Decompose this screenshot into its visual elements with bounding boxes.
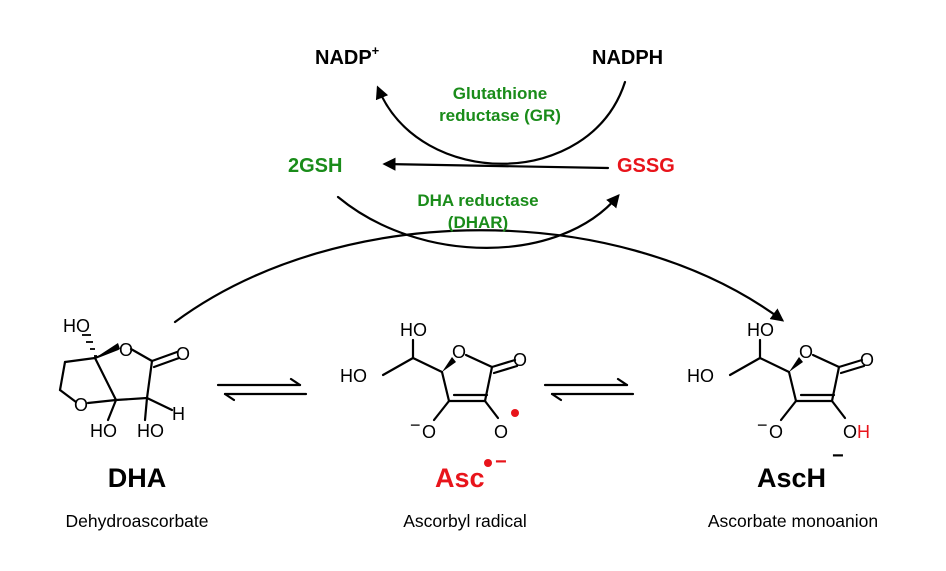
asch-structure: HO HO O O − O O H [687,320,874,442]
dha-ho-left: HO [90,421,117,441]
asch-carbonyl-o: O [860,350,874,370]
dha-to-asch-arrow [173,229,785,324]
asc-ho-top: HO [400,320,427,340]
asc-abbr: Asc [435,463,485,493]
dha-ring2-o: O [74,395,88,415]
asch-h-red: H [857,422,870,442]
dha-ring-o: O [119,340,133,360]
nadp-plus-label: NADP+ [315,43,380,69]
two-gsh-label: 2GSH [288,155,342,177]
dha-carbonyl-o: O [176,344,190,364]
gr-enzyme-line2: reductase (GR) [439,106,561,125]
asch-ho-top: HO [747,320,774,340]
nadph-label: NADPH [592,47,663,69]
asch-abbr: AscH [757,463,826,493]
gssg-to-gsh-arrow [382,157,610,171]
asc-radical-dot [511,409,519,417]
asch-ho-side: HO [687,366,714,386]
asch-ring-o: O [799,342,813,362]
asc-name: Ascorbyl radical [403,511,527,531]
asch-abbr-group: AscH − [757,445,844,493]
asc-carbonyl-o: O [513,350,527,370]
asc-o-minus: O [422,422,436,442]
asc-ring-o: O [452,342,466,362]
asc-o-radical: O [494,422,508,442]
dhar-enzyme-line2: (DHAR) [448,213,508,232]
equilibrium-arrow-right [543,377,635,402]
asc-abbr-group: Asc − [435,451,507,493]
dha-name: Dehydroascorbate [66,511,209,531]
dha-ho-top: HO [63,316,90,336]
equilibrium-arrow-left [216,377,308,402]
dha-ho-mid: HO [137,421,164,441]
asch-o: O [843,422,857,442]
dha-h-right: H [172,404,185,424]
asch-minus: − [757,415,768,435]
asc-ho-side: HO [340,366,367,386]
asch-abbr-charge: − [832,445,844,467]
dha-structure: HO O O O HO HO H [58,316,190,441]
asc-abbr-charge: − [495,451,507,473]
dhar-enzyme-line1: DHA reductase [417,191,538,210]
gr-enzyme-line1: Glutathione [453,84,547,103]
asch-o-minus: O [769,422,783,442]
asc-minus: − [410,415,421,435]
gr-arc-arrow [375,80,627,165]
dhar-arc-arrow [336,193,620,249]
gssg-label: GSSG [617,155,675,177]
asc-abbr-radical-dot [484,459,492,467]
dha-abbr: DHA [108,463,167,493]
asc-radical-structure: HO HO O O − O O [340,320,527,442]
asch-name: Ascorbate monoanion [708,511,878,531]
